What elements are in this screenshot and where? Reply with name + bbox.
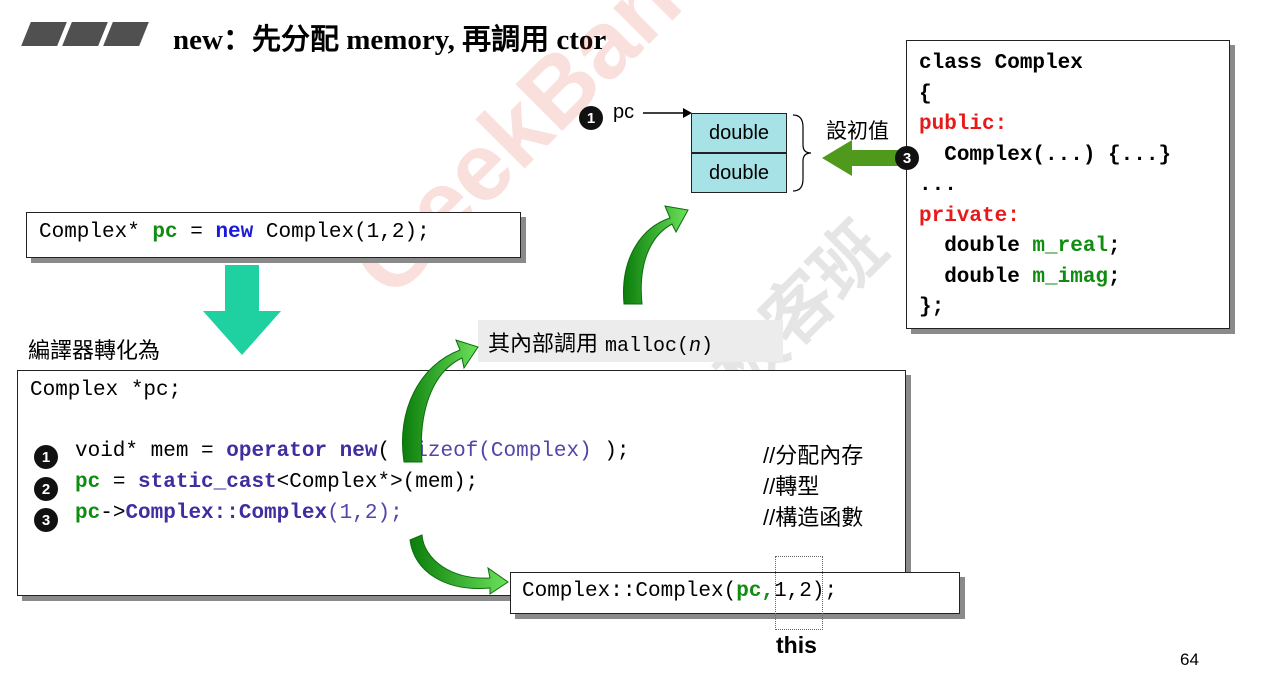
down-arrow-icon: [203, 265, 281, 355]
malloc-close: ): [701, 335, 714, 358]
step-1-badge: 1: [34, 445, 58, 469]
class-line-end: };: [919, 296, 945, 319]
class-line-ellipsis: ...: [919, 174, 957, 197]
malloc-label: 其內部調用 malloc(n): [478, 320, 783, 362]
brace-icon: [792, 114, 812, 192]
code-line-0: Complex *pc;: [30, 379, 182, 402]
this-label: this: [776, 632, 817, 658]
ctor-call-box: Complex::Complex(pc,1,2);: [510, 572, 960, 614]
class-line-ctor: Complex(...) {...}: [944, 143, 1172, 167]
class-line-public: public:: [919, 113, 1008, 136]
malloc-arg: n: [689, 335, 702, 358]
expanded-code-box: Complex *pc; 1 void* mem = operator new(…: [17, 370, 906, 596]
code-text: Complex(1,2);: [253, 221, 430, 244]
class-line-private: private:: [919, 204, 1020, 228]
malloc-text: 其內部調用: [488, 332, 605, 357]
title-decoration: [18, 22, 149, 46]
step-1-badge-pc: 1: [579, 106, 603, 130]
class-line-1: class Complex: [919, 52, 1083, 75]
slide-title: new：先分配 memory, 再調用 ctor: [173, 24, 607, 56]
code-line-1: void* mem = operator new( sizeof(Complex…: [75, 440, 630, 463]
this-highlight: [775, 556, 823, 630]
code-keyword: new: [215, 221, 254, 244]
init-label: 設初值: [826, 120, 889, 143]
code-text: Complex*: [39, 221, 153, 244]
code-line-3: pc->Complex::Complex(1,2);: [75, 502, 403, 525]
memory-cell-real: double: [691, 113, 787, 153]
code-text: =: [177, 221, 216, 244]
comment-cast: //轉型: [763, 474, 820, 499]
step-3-badge-class: 3: [895, 146, 919, 170]
step-2-badge: 2: [34, 477, 58, 501]
left-arrow-icon: [822, 140, 938, 176]
class-line-real: double m_real;: [919, 235, 1121, 258]
comment-alloc: //分配內存: [763, 443, 864, 468]
memory-cell-imag: double: [691, 153, 787, 193]
step-3-badge: 3: [34, 508, 58, 532]
ctor-this-arg: pc,: [736, 580, 775, 603]
class-definition-box: class Complex { public: Complex(...) {..…: [906, 40, 1230, 329]
class-line-2: {: [919, 82, 932, 106]
comment-ctor: //構造函數: [763, 505, 864, 530]
new-expression-box: Complex* pc = new Complex(1,2);: [26, 212, 521, 258]
code-line-2: pc = static_cast<Complex*>(mem);: [75, 471, 479, 494]
pointer-arrow-icon: [643, 108, 692, 118]
pc-label: pc: [613, 101, 635, 123]
curved-arrows-icon: [402, 205, 689, 595]
compiler-label: 編譯器轉化為: [28, 339, 161, 364]
code-var: pc: [152, 221, 178, 244]
ctor-args: 1,2);: [774, 580, 838, 603]
class-line-imag: double m_imag;: [919, 265, 1121, 289]
malloc-code: malloc(: [605, 335, 690, 358]
ctor-text: Complex::Complex(: [522, 580, 737, 603]
page-number: 64: [1180, 650, 1199, 669]
